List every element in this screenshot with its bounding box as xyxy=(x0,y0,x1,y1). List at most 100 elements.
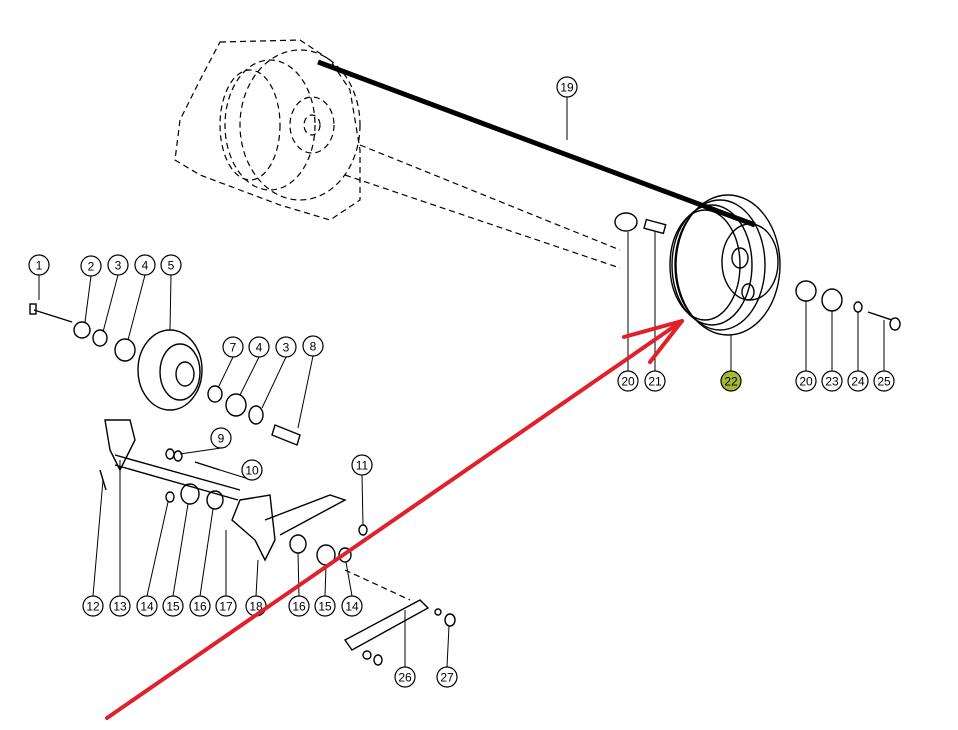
leader-line xyxy=(217,356,234,389)
callout-circle xyxy=(160,254,182,276)
leader-lines xyxy=(38,97,885,668)
leader-line xyxy=(345,561,353,597)
callout-20: 20 xyxy=(795,370,817,392)
callout-circle xyxy=(436,666,458,688)
callout-label: 21 xyxy=(648,375,662,389)
callout-circle xyxy=(795,370,817,392)
callout-circle xyxy=(302,335,324,357)
callout-25: 25 xyxy=(873,370,895,392)
callout-circle xyxy=(82,595,104,617)
leader-line xyxy=(297,355,314,429)
callout-label: 19 xyxy=(560,81,574,95)
callout-circle xyxy=(210,427,232,449)
callout-circle xyxy=(275,336,297,358)
callout-label: 8 xyxy=(310,340,317,354)
callout-14: 14 xyxy=(136,595,158,617)
leader-line xyxy=(127,274,146,341)
callout-label: 18 xyxy=(249,600,263,614)
callout-circle xyxy=(556,76,578,98)
callout-circle xyxy=(109,595,131,617)
callout-label: 7 xyxy=(230,341,237,355)
callout-label: 5 xyxy=(168,259,175,273)
callout-circle xyxy=(341,595,363,617)
callout-15: 15 xyxy=(314,595,336,617)
callout-21: 21 xyxy=(644,370,666,392)
leader-line xyxy=(297,552,300,597)
callout-10: 10 xyxy=(241,459,263,481)
callout-label: 23 xyxy=(825,375,839,389)
callout-circle xyxy=(107,254,129,276)
callout-circle xyxy=(821,370,843,392)
leader-line xyxy=(361,474,364,526)
callout-12: 12 xyxy=(82,595,104,617)
callout-circle xyxy=(644,370,666,392)
leader-line xyxy=(102,274,119,333)
small-parts xyxy=(29,212,901,666)
leader-line xyxy=(92,479,104,597)
callout-23: 23 xyxy=(821,370,843,392)
callout-26: 26 xyxy=(394,666,416,688)
engine-pulley-dashed xyxy=(174,39,621,269)
callout-17: 17 xyxy=(215,595,237,617)
callout-circle xyxy=(351,454,373,476)
callout-label: 11 xyxy=(356,459,369,473)
callout-label: 16 xyxy=(193,600,207,614)
callout-24: 24 xyxy=(847,370,869,392)
callout-20: 20 xyxy=(617,370,639,392)
callout-9: 9 xyxy=(210,427,232,449)
callout-13: 13 xyxy=(109,595,131,617)
pulley-22 xyxy=(669,194,781,336)
callout-circle xyxy=(847,370,869,392)
callout-circle xyxy=(873,370,895,392)
callout-circle xyxy=(189,595,211,617)
callout-16: 16 xyxy=(288,595,310,617)
callout-4: 4 xyxy=(248,336,270,358)
callout-label: 14 xyxy=(140,600,154,614)
callout-label: 1 xyxy=(36,259,43,273)
callout-label: 27 xyxy=(440,671,454,685)
callout-27: 27 xyxy=(436,666,458,688)
callout-label: 4 xyxy=(256,341,263,355)
callout-circle xyxy=(162,595,184,617)
callout-15: 15 xyxy=(162,595,184,617)
callout-2: 2 xyxy=(80,255,102,277)
callout-label: 15 xyxy=(166,600,180,614)
callout-label: 2 xyxy=(88,260,95,274)
callout-circle xyxy=(720,370,742,392)
callout-label: 20 xyxy=(799,375,813,389)
callout-label: 25 xyxy=(877,375,891,389)
callout-circle xyxy=(222,336,244,358)
leader-line xyxy=(324,564,327,597)
callout-label: 3 xyxy=(283,341,290,355)
callout-circle xyxy=(288,595,310,617)
callout-3: 3 xyxy=(107,254,129,276)
callout-circle xyxy=(136,595,158,617)
callout-label: 24 xyxy=(851,375,865,389)
callout-label: 14 xyxy=(345,600,359,614)
callout-19: 19 xyxy=(556,76,578,98)
leader-line xyxy=(146,501,169,597)
callout-circle xyxy=(215,595,237,617)
leader-line xyxy=(84,275,92,323)
callout-circle xyxy=(617,370,639,392)
callout-5: 5 xyxy=(160,254,182,276)
callout-label: 9 xyxy=(218,432,225,446)
callout-16: 16 xyxy=(189,595,211,617)
callout-circle xyxy=(80,255,102,277)
callout-8: 8 xyxy=(302,335,324,357)
leader-line xyxy=(199,508,214,597)
callout-11: 11 xyxy=(351,454,373,476)
callout-circle xyxy=(394,666,416,688)
callout-label: 20 xyxy=(621,375,635,389)
callout-label: 13 xyxy=(113,600,127,614)
annotation-arrow xyxy=(105,319,684,720)
callout-label: 3 xyxy=(115,259,122,273)
leader-line xyxy=(172,503,189,597)
callout-circle xyxy=(248,336,270,358)
callout-label: 16 xyxy=(292,600,306,614)
leader-line xyxy=(239,356,260,396)
callout-4: 4 xyxy=(134,254,156,276)
callout-1: 1 xyxy=(28,254,50,276)
